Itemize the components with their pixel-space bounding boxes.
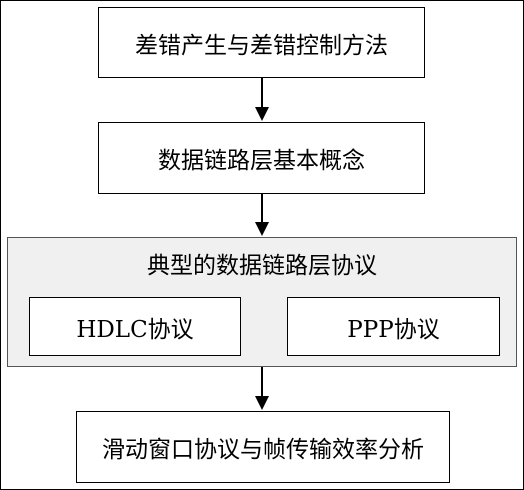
box-ppp: PPP协议 bbox=[287, 297, 500, 356]
arrow-2 bbox=[255, 194, 269, 236]
group-title: 典型的数据链路层协议 bbox=[147, 253, 377, 279]
box-sliding-window: 滑动窗口协议与帧传输效率分析 bbox=[76, 411, 450, 483]
arrow-3 bbox=[255, 367, 269, 410]
box-error-control: 差错产生与差错控制方法 bbox=[98, 7, 425, 78]
box-datalink-basics-label: 数据链路层基本概念 bbox=[158, 148, 365, 174]
box-sliding-window-label: 滑动窗口协议与帧传输效率分析 bbox=[102, 437, 424, 463]
box-ppp-label: PPP协议 bbox=[347, 316, 440, 343]
box-error-control-label: 差错产生与差错控制方法 bbox=[135, 32, 388, 59]
box-hdlc-label: HDLC协议 bbox=[76, 316, 194, 343]
box-hdlc: HDLC协议 bbox=[29, 297, 241, 356]
box-datalink-basics: 数据链路层基本概念 bbox=[98, 122, 425, 194]
group-typical-protocols: 典型的数据链路层协议 HDLC协议 PPP协议 bbox=[7, 237, 517, 367]
arrow-1 bbox=[255, 78, 269, 121]
